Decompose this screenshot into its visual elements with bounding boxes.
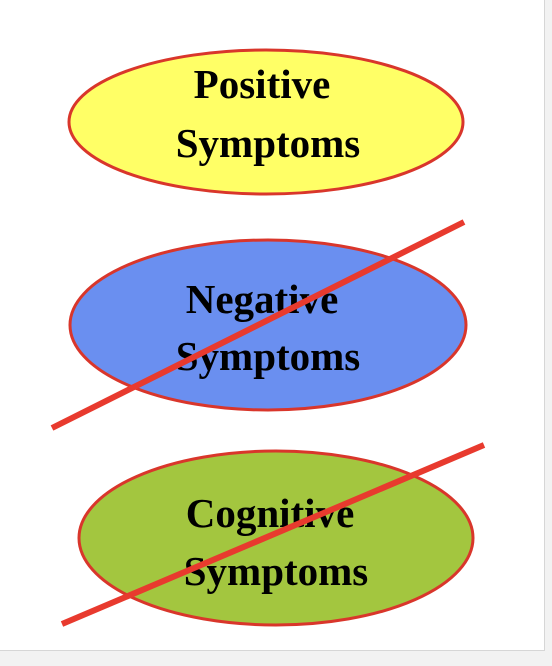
negative-symptoms-node: Negative Symptoms bbox=[50, 219, 468, 431]
cognitive-symptoms-cross-line bbox=[60, 442, 486, 627]
negative-symptoms-label-line2: Symptoms bbox=[176, 333, 361, 379]
negative-symptoms-cross-line bbox=[50, 219, 466, 431]
cognitive-symptoms-label-line2: Symptoms bbox=[184, 548, 369, 594]
positive-symptoms-label-line1: Positive bbox=[194, 61, 331, 107]
negative-symptoms-ellipse bbox=[68, 238, 468, 412]
cognitive-symptoms-node: Cognitive Symptoms bbox=[60, 442, 486, 627]
positive-symptoms-ellipse bbox=[67, 48, 465, 196]
positive-symptoms-node: Positive Symptoms bbox=[67, 48, 465, 196]
positive-symptoms-label-line2: Symptoms bbox=[176, 120, 361, 166]
